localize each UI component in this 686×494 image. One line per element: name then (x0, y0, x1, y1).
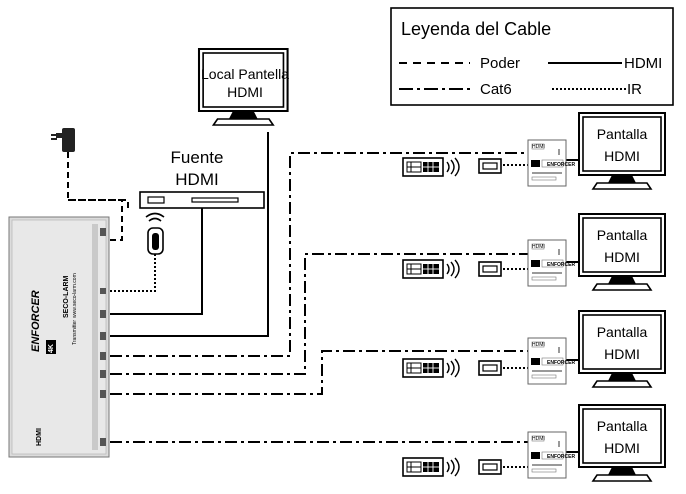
legend-title: Leyenda del Cable (401, 19, 551, 39)
source-slot-icon (191, 197, 239, 203)
display-3-label-1: Pantalla (597, 324, 648, 340)
transmitter-port (100, 228, 106, 236)
display-4: Pantalla HDMI (578, 404, 666, 482)
ir-emitter-icon (145, 212, 165, 255)
hdmi-source: Fuente HDMI (139, 148, 265, 209)
power-adapter-icon (51, 128, 75, 152)
transmitter-badge: 4K (48, 344, 55, 353)
ir-cable-local (110, 254, 156, 292)
local-display: Local Pantella HDMI (197, 47, 289, 127)
ir-receiver-icon (478, 459, 502, 475)
hdmi-cable-local (110, 132, 269, 337)
cat6-cable-2 (110, 253, 528, 375)
display-3-label-2: HDMI (604, 346, 640, 362)
ir-remote-icon (402, 259, 460, 279)
display-4-label-1: Pantalla (597, 418, 648, 434)
remote-row-2: HDMI ENFORCER (402, 239, 575, 287)
local-display-label-1: Local Pantella (201, 66, 289, 82)
transmitter-role: Transmitter (72, 320, 78, 345)
transmitter-port (100, 352, 106, 360)
hdmi-cable-source (110, 207, 203, 315)
remote-row-4: HDMI ENFORCER (402, 431, 575, 479)
local-display-label-2: HDMI (227, 84, 263, 100)
legend-cat6-label: Cat6 (480, 81, 512, 98)
display-2-label-1: Pantalla (597, 227, 648, 243)
transmitter-port (100, 438, 106, 446)
transmitter-port (100, 288, 106, 294)
ir-receiver-icon (478, 261, 502, 277)
receiver-brand: ENFORCER (547, 162, 575, 168)
display-4-label-2: HDMI (604, 440, 640, 456)
source-port-icon (147, 196, 165, 204)
transmitter-website: www.seco-larm.com (72, 273, 78, 318)
ir-receiver-icon (478, 158, 502, 174)
receiver-hdmi-logo: HDMI (532, 244, 545, 250)
display-1: Pantalla HDMI (578, 112, 666, 190)
hdmi-cables (110, 132, 269, 337)
ir-cables (110, 164, 528, 468)
cat6-cable-3 (110, 350, 528, 395)
legend-power-label: Poder (480, 55, 520, 72)
transmitter-port (100, 370, 106, 378)
ir-remote-icon (402, 457, 460, 477)
source-label-1: Fuente (171, 148, 224, 167)
receiver-brand: ENFORCER (547, 360, 575, 366)
hdmi-transmitter: ENFORCER 4K SECO-LARM www.seco-larm.com … (8, 216, 110, 458)
remote-row-1: HDMI ENFORCER (402, 139, 575, 187)
receiver-brand: ENFORCER (547, 262, 575, 268)
display-2-label-2: HDMI (604, 249, 640, 265)
ir-remote-icon (402, 358, 460, 378)
transmitter-maker: SECO-LARM (63, 275, 70, 318)
display-1-label-2: HDMI (604, 148, 640, 164)
source-label-2: HDMI (175, 170, 218, 189)
transmitter-brand: ENFORCER (30, 290, 42, 352)
transmitter-port (100, 310, 106, 318)
power-cables (67, 152, 129, 241)
cable-legend: Leyenda del Cable Poder HDMI Cat6 IR (390, 7, 674, 106)
receiver-hdmi-logo: HDMI (532, 436, 545, 442)
display-1-label-1: Pantalla (597, 126, 648, 142)
remote-row-3: HDMI ENFORCER (402, 337, 575, 385)
legend-hdmi-label: HDMI (624, 55, 662, 72)
transmitter-port (100, 332, 106, 340)
receiver-brand: ENFORCER (547, 454, 575, 460)
display-2: Pantalla HDMI (578, 213, 666, 291)
cat6-cable-1 (110, 152, 528, 357)
receiver-hdmi-logo: HDMI (532, 144, 545, 150)
transmitter-hdmi-logo: HDMI (36, 428, 43, 446)
display-3: Pantalla HDMI (578, 310, 666, 388)
transmitter-port (100, 390, 106, 398)
cat6-cables (110, 152, 528, 443)
ir-receiver-icon (478, 360, 502, 376)
transmitter-badge-bg (46, 340, 56, 354)
receiver-hdmi-logo: HDMI (532, 342, 545, 348)
power-cable-transmitter (68, 199, 123, 241)
ir-remote-icon (402, 157, 460, 177)
legend-ir-label: IR (627, 81, 642, 98)
power-cable-source (67, 152, 129, 212)
